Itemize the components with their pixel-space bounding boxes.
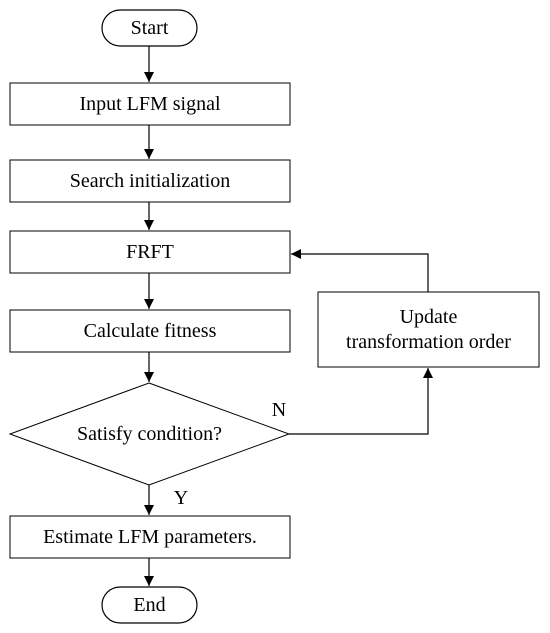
start-label: Start xyxy=(130,16,169,39)
frft-label: FRFT xyxy=(126,240,174,263)
estimate-box-shape xyxy=(9,515,291,559)
fitness-label: Calculate fitness xyxy=(83,319,217,342)
arrow-update-to-frft xyxy=(291,249,429,292)
end-label: End xyxy=(133,593,166,616)
fitness-box-shape xyxy=(9,309,291,353)
arrow-condition-to-update xyxy=(289,368,433,435)
end-terminator-shape xyxy=(101,586,198,624)
edge-label-no: N xyxy=(271,398,287,421)
search-label: Search initialization xyxy=(69,169,231,192)
edge-label-yes: Y xyxy=(173,486,189,509)
condition-label: Satisfy condition? xyxy=(77,422,222,445)
update-label: Update transformation order xyxy=(318,292,539,367)
input-box-shape xyxy=(9,82,291,126)
search-box-shape xyxy=(9,159,291,203)
estimate-label: Estimate LFM parameters. xyxy=(43,525,257,548)
input-label: Input LFM signal xyxy=(79,92,221,115)
update-label-line2: transformation order xyxy=(346,330,511,353)
update-box-shape xyxy=(317,291,540,368)
update-label-line1: Update xyxy=(399,305,458,328)
frft-box-shape xyxy=(9,230,291,274)
